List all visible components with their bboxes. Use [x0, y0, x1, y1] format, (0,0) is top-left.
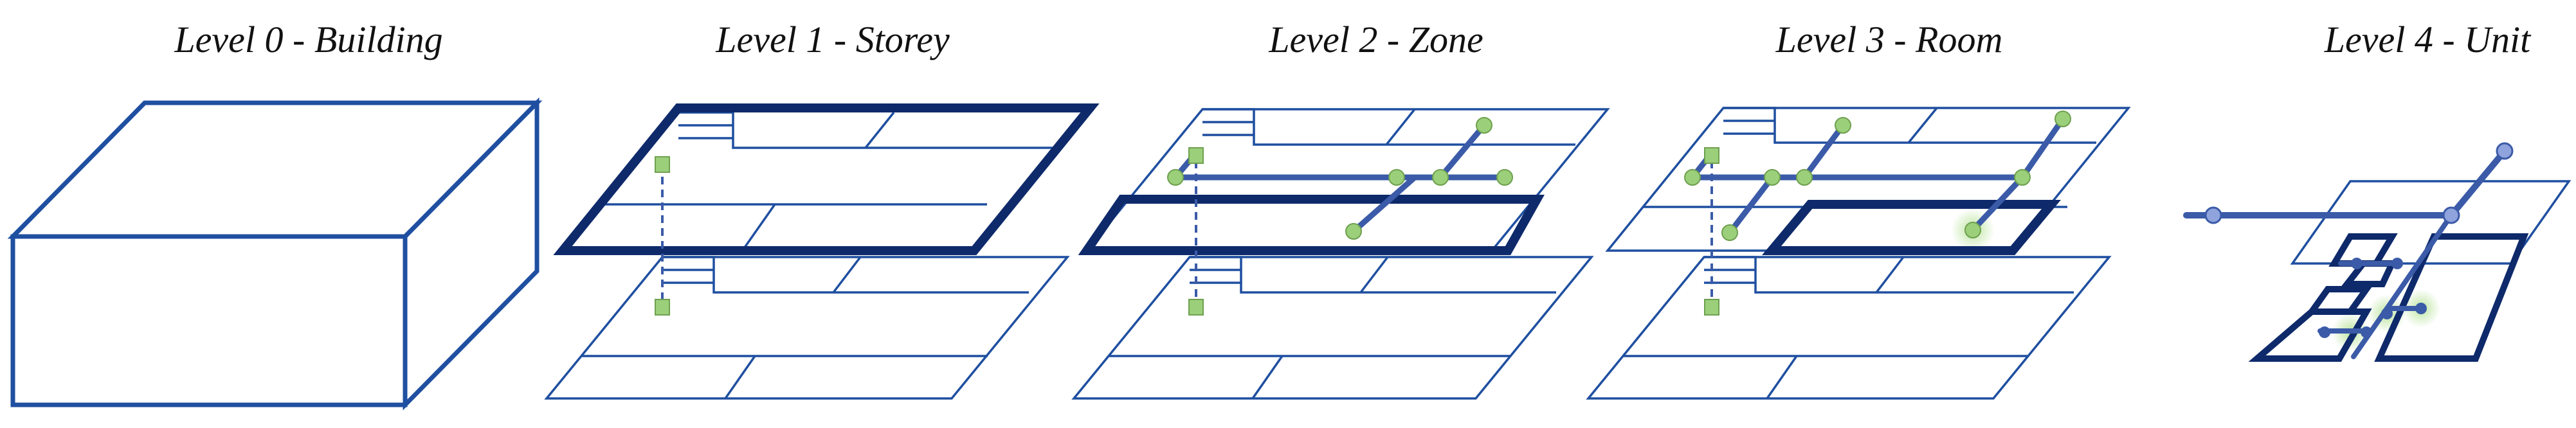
room-graph-nodes	[1684, 111, 2071, 241]
zone-node	[1167, 169, 1184, 186]
storey-vertical-connector	[655, 156, 670, 316]
zone-graph-edges	[1172, 122, 1508, 235]
room-stair-node-lower	[1704, 299, 1719, 316]
unit-outline-5	[2374, 233, 2529, 362]
zone-highlight-outline	[1078, 195, 1545, 255]
storey-lower-floor	[544, 256, 1070, 400]
room-vertical-connector	[1704, 147, 1719, 316]
level-3-title: Level 3 - Room	[1775, 19, 2003, 60]
zone-node	[1476, 117, 1492, 134]
unit-outline-1	[2328, 233, 2398, 267]
level-2-title: Level 2 - Zone	[1269, 19, 1483, 60]
room-node	[1764, 169, 1781, 186]
level-4-title: Level 4 - Unit	[2324, 19, 2531, 60]
zone-vertical-connector	[1188, 147, 1204, 316]
building-box	[7, 97, 543, 411]
room-node	[2014, 169, 2031, 186]
room-node	[2054, 111, 2071, 127]
zone-lower-floor	[1071, 256, 1594, 400]
room-node	[1835, 117, 1851, 134]
zone-node	[1388, 169, 1405, 186]
zone-node	[1496, 169, 1513, 186]
room-node	[1684, 169, 1701, 186]
storey-upper-node	[655, 156, 670, 173]
unit-node	[2381, 308, 2393, 319]
storey-lower-node	[655, 299, 670, 316]
building-front-face	[10, 234, 408, 407]
unit-node	[2319, 326, 2330, 338]
unit-node	[2391, 258, 2403, 269]
zone-stair-node-upper	[1188, 147, 1204, 164]
unit-graph-nodes	[2204, 142, 2514, 338]
zone-node	[1432, 169, 1449, 186]
unit-graph-edges	[2183, 148, 2508, 359]
unit-blue-node	[2496, 142, 2514, 160]
unit-blue-node	[2204, 206, 2222, 224]
level-1-title: Level 1 - Storey	[716, 19, 950, 60]
room-active-node	[1964, 222, 1981, 238]
building-top-face	[7, 100, 543, 239]
room-stair-node-upper	[1704, 147, 1719, 164]
unit-outline-2	[2305, 286, 2373, 315]
storey-highlight-outline	[553, 103, 1100, 255]
unit-node	[2351, 258, 2363, 269]
room-graph-edges	[1689, 116, 2066, 236]
room-lower-floor	[1586, 256, 2112, 400]
room-node	[1721, 224, 1738, 241]
zone-graph-nodes	[1167, 117, 1513, 240]
unit-outline-3	[2248, 308, 2372, 362]
level-0-title: Level 0 - Building	[174, 19, 443, 60]
room-node	[1796, 169, 1813, 186]
unit-node	[2415, 303, 2427, 314]
room-highlight-outline	[1762, 200, 2061, 255]
unit-blue-node	[2442, 206, 2460, 224]
storey-upper-floor	[601, 111, 1055, 249]
building-side-face	[403, 97, 540, 411]
unit-node	[2361, 326, 2372, 338]
zone-stair-node-lower	[1188, 299, 1204, 316]
zone-node	[1345, 223, 1362, 240]
